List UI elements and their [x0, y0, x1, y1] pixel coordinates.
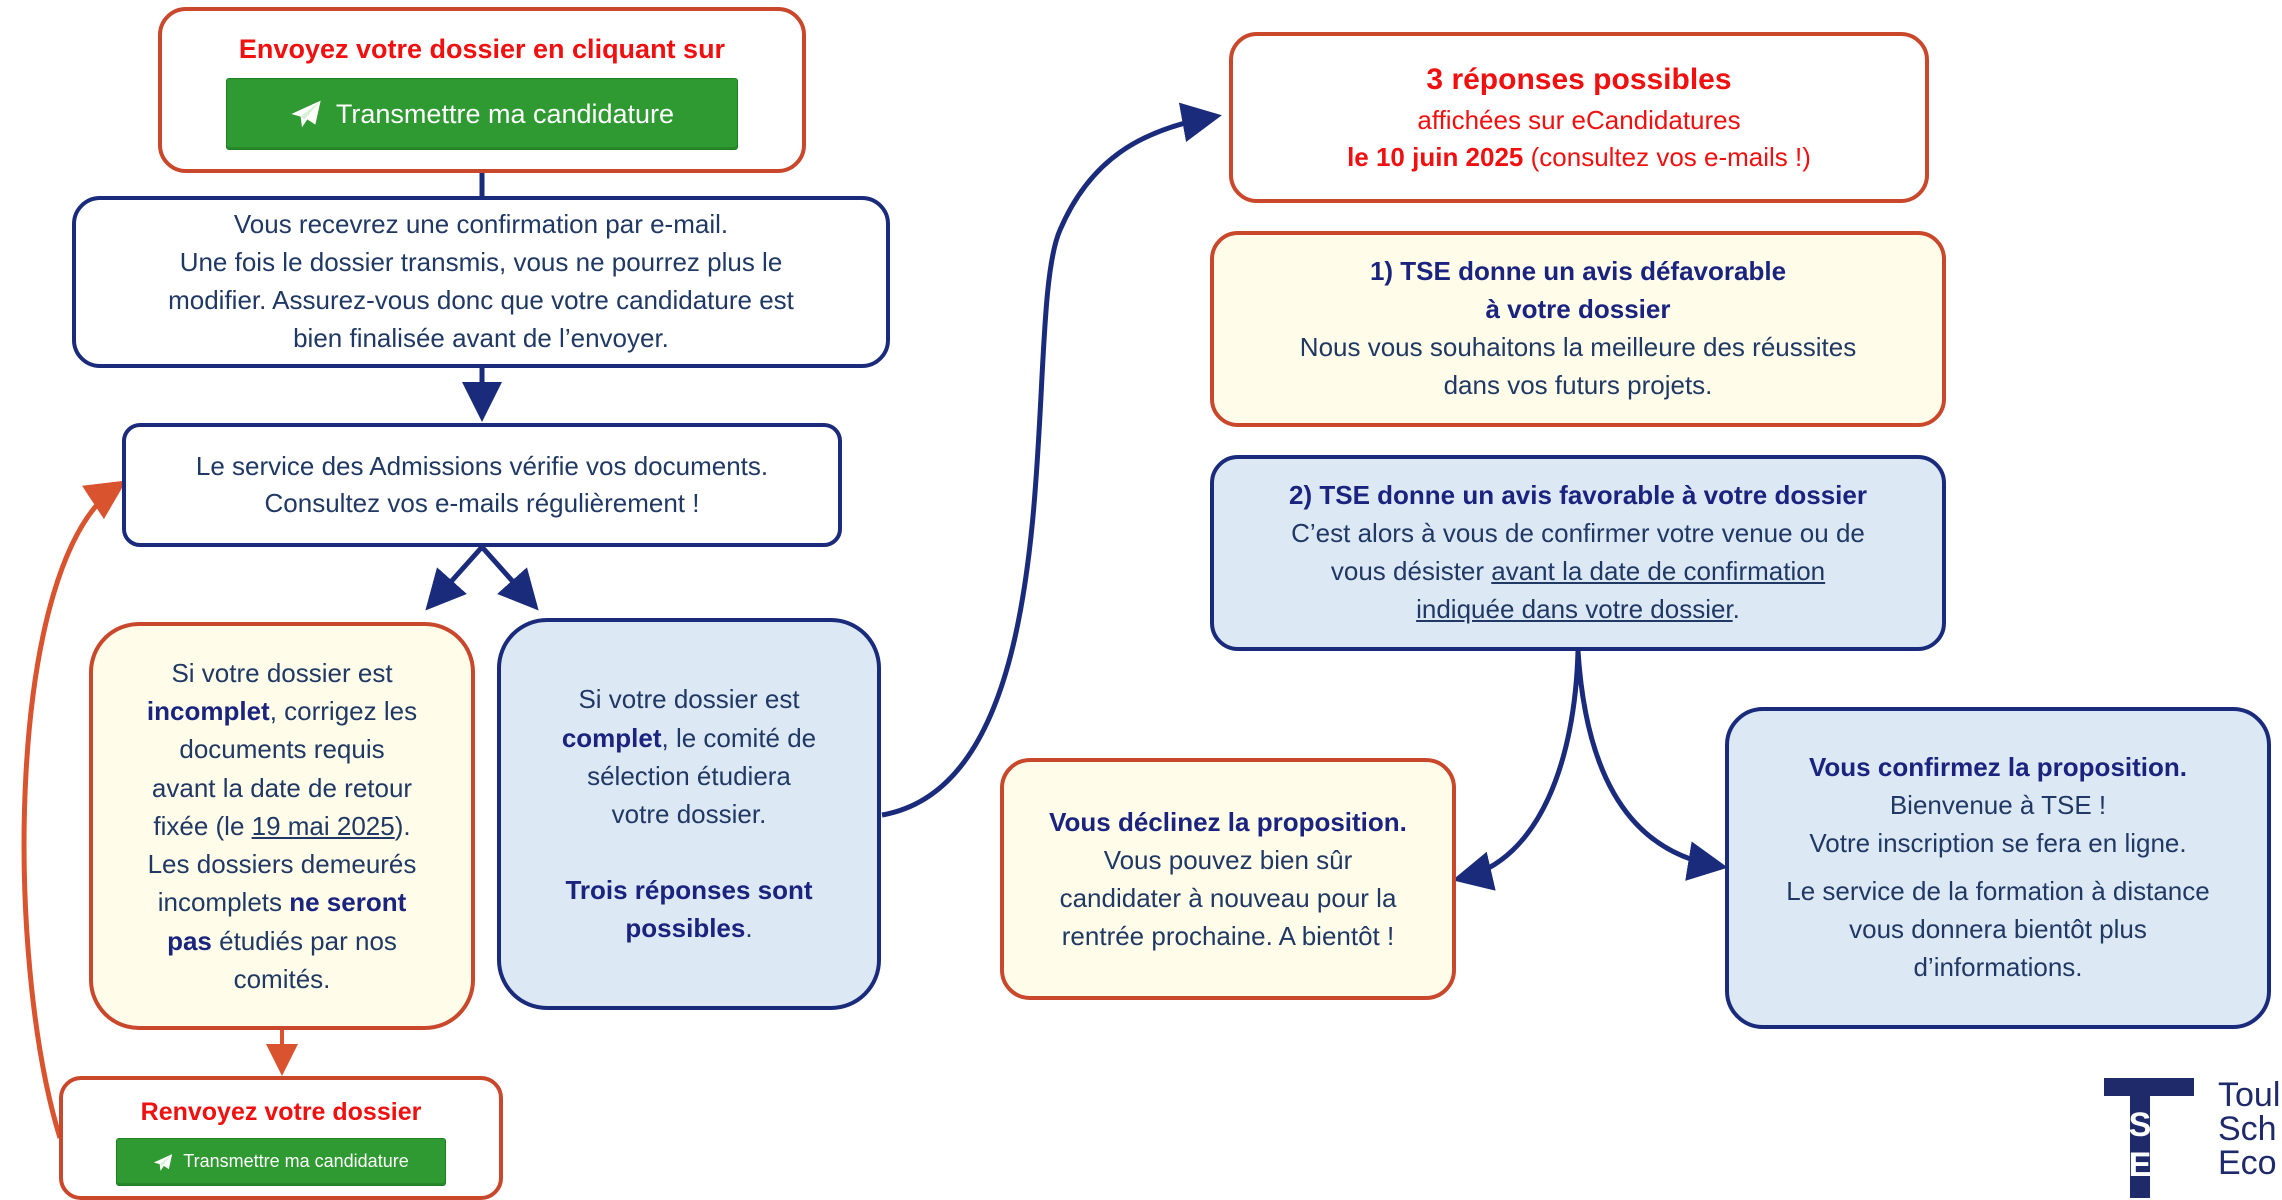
arrow-admissions-incomplete	[425, 545, 484, 611]
decline-title: Vous déclinez la proposition.	[1049, 806, 1407, 837]
resubmit-application-button[interactable]: Transmettre ma candidature	[116, 1138, 446, 1186]
confirmation-info-box: Vous recevrez une confirmation par e-mai…	[72, 196, 890, 368]
tse-logo: S E Toul Sch Eco	[2104, 1078, 2282, 1198]
favorable-title: 2) TSE donne un avis favorable à votre d…	[1289, 480, 1867, 511]
confirm-title: Vous confirmez la proposition.	[1809, 752, 2187, 783]
submit-application-label: Transmettre ma candidature	[335, 99, 675, 129]
complete-line-3: sélection étudiera	[587, 760, 791, 791]
incomplete-line-3: documents requis	[179, 734, 385, 765]
complete-line-2: complet, le comité de	[561, 722, 817, 753]
favorable-line-4: indiquée dans votre dossier.	[1416, 593, 1740, 624]
complete-line-1: Si votre dossier est	[578, 684, 800, 715]
complete-line-6: possibles.	[625, 913, 753, 944]
unfavorable-line-3: Nous vous souhaitons la meilleure des ré…	[1299, 332, 1857, 362]
favorable-opinion-box: 2) TSE donne un avis favorable à votre d…	[1210, 455, 1946, 651]
resend-dossier-title: Renvoyez votre dossier	[140, 1098, 422, 1126]
confirmation-line-1: Vous recevrez une confirmation par e-mai…	[233, 209, 729, 240]
unfavorable-line-4: dans vos futurs projets.	[1443, 369, 1713, 400]
responses-title: 3 réponses possibles	[1426, 63, 1732, 97]
arrow-complete-responses	[881, 102, 1222, 818]
confirmation-line-3: modifier. Assurez-vous donc que votre ca…	[168, 285, 794, 315]
favorable-line-2: C’est alors à vous de confirmer votre ve…	[1291, 518, 1865, 549]
send-dossier-title: Envoyez votre dossier en cliquant sur	[238, 33, 726, 64]
paper-plane-icon	[154, 1153, 173, 1171]
submit-application-button[interactable]: Transmettre ma candidature	[226, 78, 738, 151]
unfavorable-title-2: à votre dossier	[1485, 294, 1671, 325]
confirm-line-4: Le service de la formation à distance	[1786, 876, 2210, 906]
complete-line-5: Trois réponses sont	[565, 875, 813, 906]
decline-line-4: rentrée prochaine. A bientôt !	[1061, 921, 1395, 952]
incomplete-line-9: comités.	[233, 963, 331, 994]
incomplete-dossier-box: Si votre dossier est incomplet, corrigez…	[89, 622, 475, 1030]
confirm-line-2: Bienvenue à TSE !	[1889, 790, 2107, 821]
arrow-favorable-decline	[1452, 650, 1581, 891]
admissions-line-1: Le service des Admissions vérifie vos do…	[195, 450, 769, 481]
return-deadline-date: 19 mai 2025	[251, 810, 395, 841]
arrow-admissions-complete	[480, 545, 539, 611]
incomplete-line-5: fixée (le 19 mai 2025).	[153, 810, 411, 841]
incomplete-line-6: Les dossiers demeurés	[147, 849, 417, 880]
responses-line-2: affichées sur eCandidatures	[1417, 104, 1741, 135]
tse-logo-wordmark: Toul Sch Eco	[2218, 1076, 2281, 1182]
unfavorable-title-1: 1) TSE donne un avis défavorable	[1369, 256, 1787, 287]
arrow-favorable-confirm	[1575, 650, 1728, 881]
decline-line-3: candidater à nouveau pour la	[1059, 883, 1397, 913]
admissions-line-2: Consultez vos e-mails régulièrement !	[264, 488, 700, 518]
send-dossier-box: Envoyez votre dossier en cliquant sur Tr…	[158, 7, 806, 173]
incomplete-line-7: incomplets ne seront	[157, 887, 407, 918]
svg-text:E: E	[2129, 1146, 2152, 1184]
possible-responses-box: 3 réponses possibles affichées sur eCand…	[1229, 32, 1929, 203]
decline-line-2: Vous pouvez bien sûr	[1103, 844, 1353, 875]
incomplete-line-8: pas étudiés par nos	[167, 925, 397, 956]
decline-proposal-box: Vous déclinez la proposition. Vous pouve…	[1000, 758, 1456, 1000]
incomplete-line-4: avant la date de retour	[151, 772, 413, 803]
responses-date: le 10 juin 2025	[1347, 142, 1524, 173]
svg-text:S: S	[2129, 1106, 2152, 1144]
responses-line-3: le 10 juin 2025 (consultez vos e-mails !…	[1347, 142, 1811, 173]
incomplete-line-2: incomplet, corrigez les	[146, 696, 418, 727]
tse-logo-mark: S E	[2104, 1078, 2194, 1198]
paper-plane-icon	[291, 101, 321, 128]
confirm-line-6: d’informations.	[1913, 951, 2083, 982]
unfavorable-opinion-box: 1) TSE donne un avis défavorable à votre…	[1210, 231, 1946, 427]
incomplete-line-1: Si votre dossier est	[171, 658, 393, 689]
complete-dossier-box: Si votre dossier est complet, le comité …	[497, 618, 881, 1010]
confirmation-line-2: Une fois le dossier transmis, vous ne po…	[179, 247, 783, 278]
favorable-line-3: vous désister avant la date de confirmat…	[1330, 556, 1826, 586]
resend-dossier-box: Renvoyez votre dossier Transmettre ma ca…	[59, 1076, 503, 1200]
admissions-check-box: Le service des Admissions vérifie vos do…	[122, 423, 842, 547]
confirm-proposal-box: Vous confirmez la proposition. Bienvenue…	[1725, 707, 2271, 1029]
incomplete-bold-word: incomplet	[146, 696, 270, 727]
confirmation-line-4: bien finalisée avant de l’envoyer.	[293, 322, 669, 353]
complete-line-4: votre dossier.	[611, 799, 767, 829]
resubmit-application-label: Transmettre ma candidature	[183, 1151, 409, 1172]
confirm-line-5: vous donnera bientôt plus	[1849, 913, 2147, 944]
confirm-line-3: Votre inscription se fera en ligne.	[1809, 828, 2187, 859]
